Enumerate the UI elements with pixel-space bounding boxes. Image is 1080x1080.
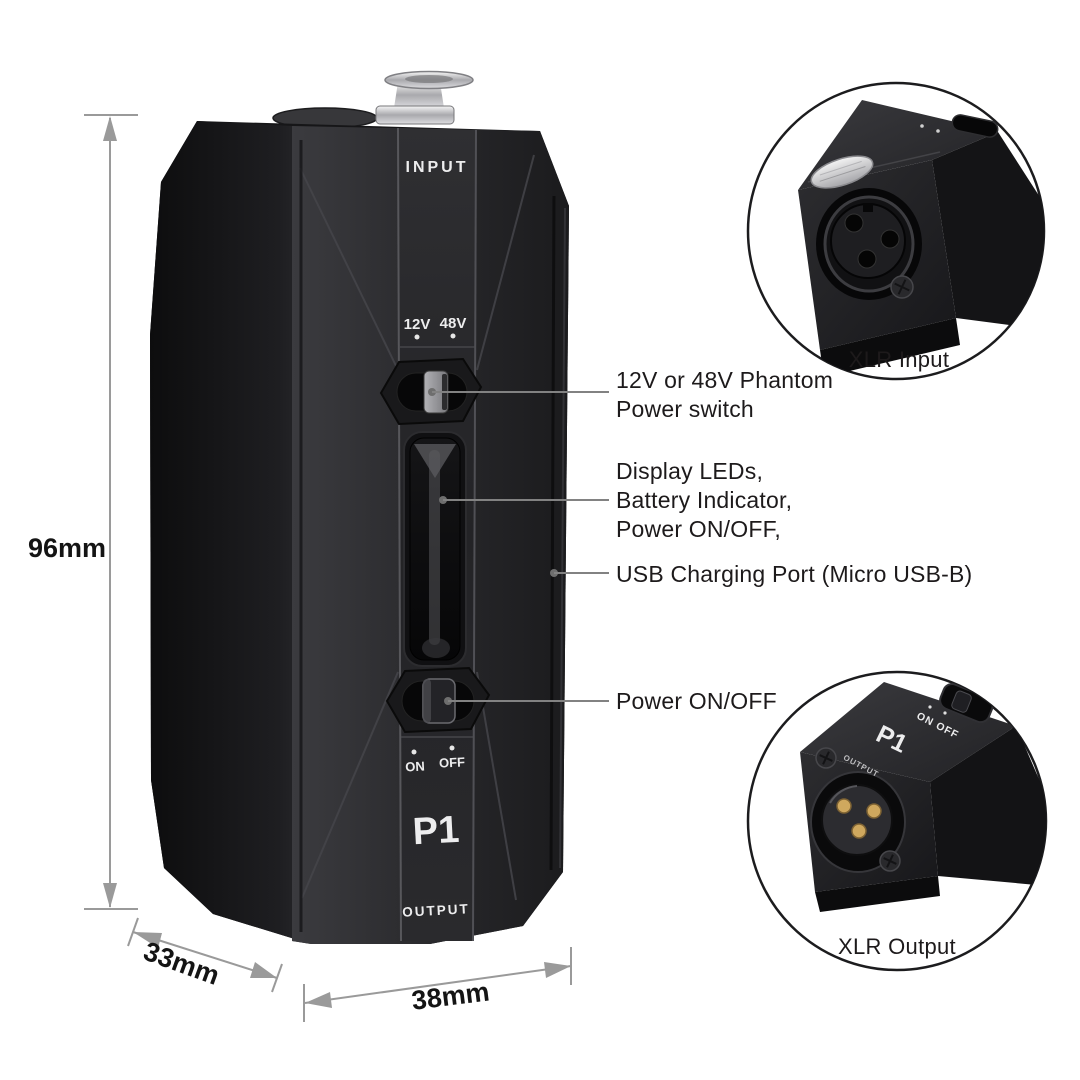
phantom-callout-line <box>428 388 609 396</box>
callout-line-text: Display LEDs, <box>616 458 764 484</box>
device-off-label: OFF <box>438 754 466 771</box>
device-48v-label: 48V <box>439 315 467 332</box>
display-callout: Display LEDs, Battery Indicator, Power O… <box>616 457 792 544</box>
xlr-output-inset <box>746 670 1048 972</box>
power-switch[interactable] <box>385 666 491 734</box>
device-on-label: ON <box>404 758 426 775</box>
screw-icon <box>879 850 901 872</box>
xlr-male-connector <box>810 771 906 873</box>
power-switch-callout: Power ON/OFF <box>616 688 777 714</box>
power-callout-line <box>444 697 609 705</box>
xlr-input-caption: XLR Input <box>848 347 950 372</box>
device-12v-label: 12V <box>403 316 431 333</box>
xlr-input-inset <box>746 81 1046 381</box>
usb-callout-line <box>550 569 609 577</box>
device-body <box>150 121 569 944</box>
depth-dimension-line <box>127 917 283 993</box>
callout-line-text: 12V or 48V Phantom <box>616 367 834 393</box>
dimension-lines <box>84 114 572 1022</box>
xlr-female-connector <box>816 188 922 300</box>
callout-line-text: Power ON/OFF, <box>616 516 781 542</box>
device-input-label: INPUT <box>405 159 469 176</box>
screw-icon <box>890 275 914 299</box>
mount-thumbscrew <box>375 70 474 125</box>
input-top-switch <box>951 114 999 138</box>
panel-seams <box>299 154 535 901</box>
body-side-face <box>150 121 311 944</box>
usb-port-callout: USB Charging Port (Micro USB-B) <box>616 561 973 587</box>
width-dimension-line <box>303 947 572 1022</box>
height-dimension-label: 96mm <box>28 533 107 563</box>
output-top-switch <box>939 682 994 724</box>
callout-lines <box>428 388 609 705</box>
led-display-window <box>403 431 467 667</box>
indicator-dots <box>411 333 456 755</box>
callout-line-text: Power switch <box>616 396 754 422</box>
device-model-label: P1 <box>411 808 461 854</box>
latch-button <box>810 155 874 189</box>
phantom-switch-callout: 12V or 48V Phantom Power switch <box>616 366 833 424</box>
screw-icon <box>815 747 837 769</box>
display-callout-line <box>439 496 609 504</box>
xlr-output-caption: XLR Output <box>838 934 956 959</box>
callout-line-text: Battery Indicator, <box>616 487 793 513</box>
height-dimension-line <box>84 114 138 910</box>
